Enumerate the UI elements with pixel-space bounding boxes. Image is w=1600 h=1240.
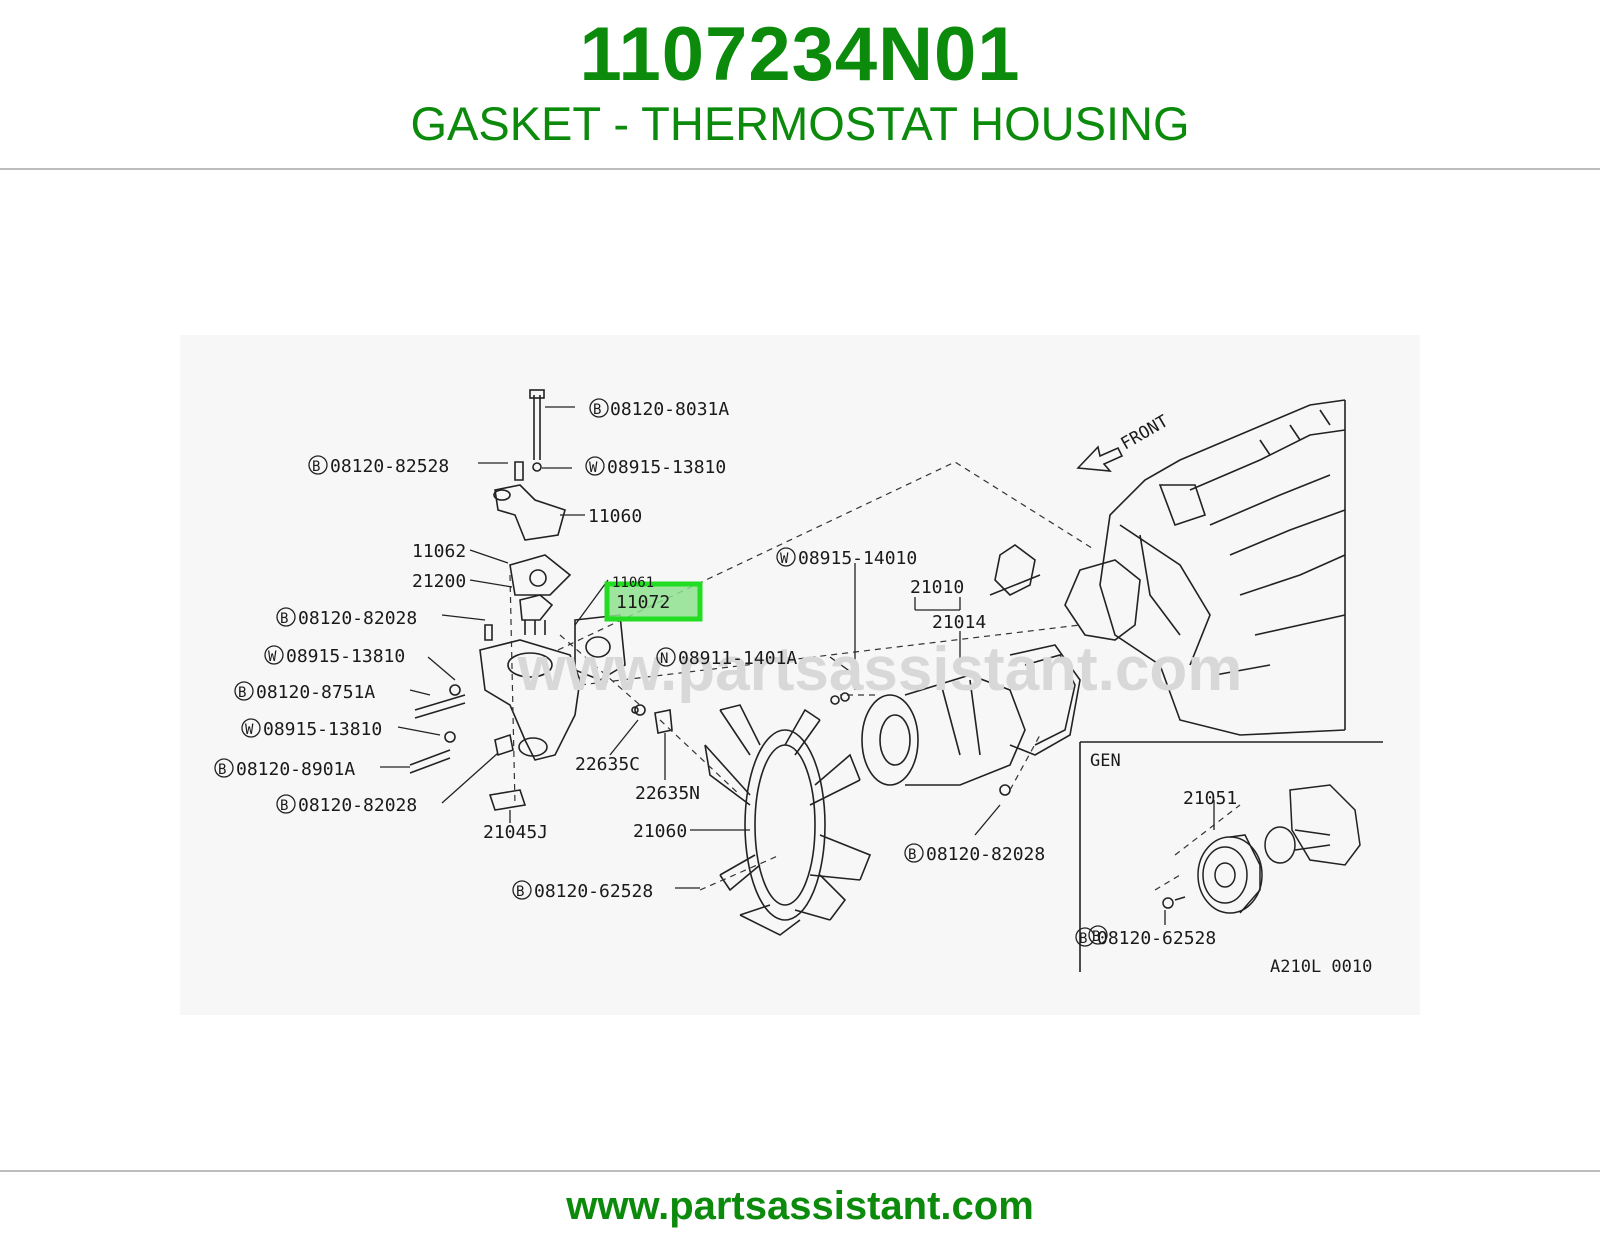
prefix-b-3: B [280, 611, 288, 627]
part-label[interactable]: 08120-82028 [298, 795, 417, 816]
part-label[interactable]: 21051 [1183, 788, 1237, 809]
page-header: 1107234N01 GASKET - THERMOSTAT HOUSING [0, 0, 1600, 170]
prefix-circles: B B W B W B W B B W N B B B [214, 398, 1108, 945]
prefix-b-9: B [1092, 929, 1100, 945]
bolt-symbol-icon [214, 758, 234, 778]
prefix-n-1: N [660, 651, 668, 667]
part-label[interactable]: 21200 [412, 571, 466, 592]
bolt-symbol-icon [234, 681, 254, 701]
bolt-symbol-icon [589, 398, 609, 418]
part-label[interactable]: 08120-82028 [926, 844, 1045, 865]
part-label[interactable]: 08120-62528 [1097, 928, 1216, 949]
prefix-b-8: B [908, 847, 916, 863]
washer-symbol-icon [264, 645, 284, 665]
gen-pump-drawing [1162, 784, 1361, 914]
part-label[interactable]: 22635C [575, 754, 640, 775]
prefix-b-5: B [218, 762, 226, 778]
part-label[interactable]: 08120-8901A [236, 759, 355, 780]
bolt-symbol-icon [1088, 925, 1108, 945]
bolt-symbol-icon [276, 794, 296, 814]
part-label-highlighted[interactable]: 11072 [616, 592, 670, 613]
part-name: GASKET - THERMOSTAT HOUSING [410, 97, 1190, 150]
part-label[interactable]: 22635N [635, 783, 700, 804]
bolt-symbol-icon [308, 455, 328, 475]
part-label[interactable]: 08120-8751A [256, 682, 375, 703]
engine-block-drawing [989, 399, 1346, 736]
highlight-box[interactable] [604, 581, 703, 622]
prefix-w-4: W [780, 551, 789, 567]
part-label[interactable]: 08120-82528 [330, 456, 449, 477]
prefix-b-4: B [238, 685, 246, 701]
label-leader-lines [380, 406, 1001, 889]
prefix-b-10: B [1079, 931, 1087, 947]
prefix-b-6: B [280, 798, 288, 814]
prefix-b-1: B [593, 402, 601, 418]
inset-title: GEN [1090, 751, 1121, 771]
part-label[interactable]: 08915-13810 [286, 646, 405, 667]
prefix-w-3: W [245, 722, 254, 738]
diagram-code: A210L 0010 [1270, 957, 1372, 977]
front-label: FRONT [1118, 411, 1172, 454]
prefix-b-2: B [312, 459, 320, 475]
washer-symbol-icon [241, 718, 261, 738]
part-label[interactable]: 21060 [633, 821, 687, 842]
part-labels: B B W B W B W B B W N B B B [214, 398, 1108, 945]
prefix-w-1: W [589, 460, 598, 476]
part-label[interactable]: 11060 [588, 506, 642, 527]
footer-divider [0, 1170, 1600, 1172]
gen-inset: GEN 21051 B 08120-62528 A210L 0010 [1075, 741, 1383, 977]
part-label[interactable]: 11062 [412, 541, 466, 562]
footer-url-link[interactable]: www.partsassistant.com [566, 1184, 1034, 1228]
part-label[interactable]: 21010 [910, 577, 964, 598]
header-divider [0, 168, 1600, 170]
part-label[interactable]: 08911-1401A [678, 648, 797, 669]
bolt-symbol-icon [904, 843, 924, 863]
watermark-text: www.partsassistant.com [517, 635, 1243, 704]
nut-symbol-icon [656, 647, 676, 667]
parts-diagram-svg: www.partsassistant.com FRONT B B W B W B… [214, 389, 1383, 977]
parts-diagram: www.partsassistant.com FRONT B B W B W B… [180, 335, 1420, 1015]
part-label[interactable]: 08915-13810 [607, 457, 726, 478]
part-label[interactable]: 08915-14010 [798, 548, 917, 569]
water-temp-sensor-drawing [631, 706, 639, 714]
front-arrow [1076, 445, 1124, 472]
part-label[interactable]: 21045J [483, 822, 548, 843]
prefix-w-2: W [268, 649, 277, 665]
bolt-symbol-icon [276, 607, 296, 627]
part-number: 1107234N01 [579, 12, 1021, 97]
prefix-b-7: B [516, 884, 524, 900]
washer-symbol-icon [776, 547, 796, 567]
part-label[interactable]: 08120-82028 [298, 608, 417, 629]
part-label[interactable]: 08120-8031A [610, 399, 729, 420]
cooling-fan-drawing [704, 704, 872, 936]
bolt-symbol-icon [1075, 927, 1095, 947]
part-label[interactable]: 11061 [612, 575, 654, 591]
part-label[interactable]: 08915-13810 [263, 719, 382, 740]
bolt-symbol-icon [512, 880, 532, 900]
part-label[interactable]: 08120-62528 [534, 881, 653, 902]
part-label[interactable]: 21014 [932, 612, 986, 633]
washer-symbol-icon [585, 456, 605, 476]
